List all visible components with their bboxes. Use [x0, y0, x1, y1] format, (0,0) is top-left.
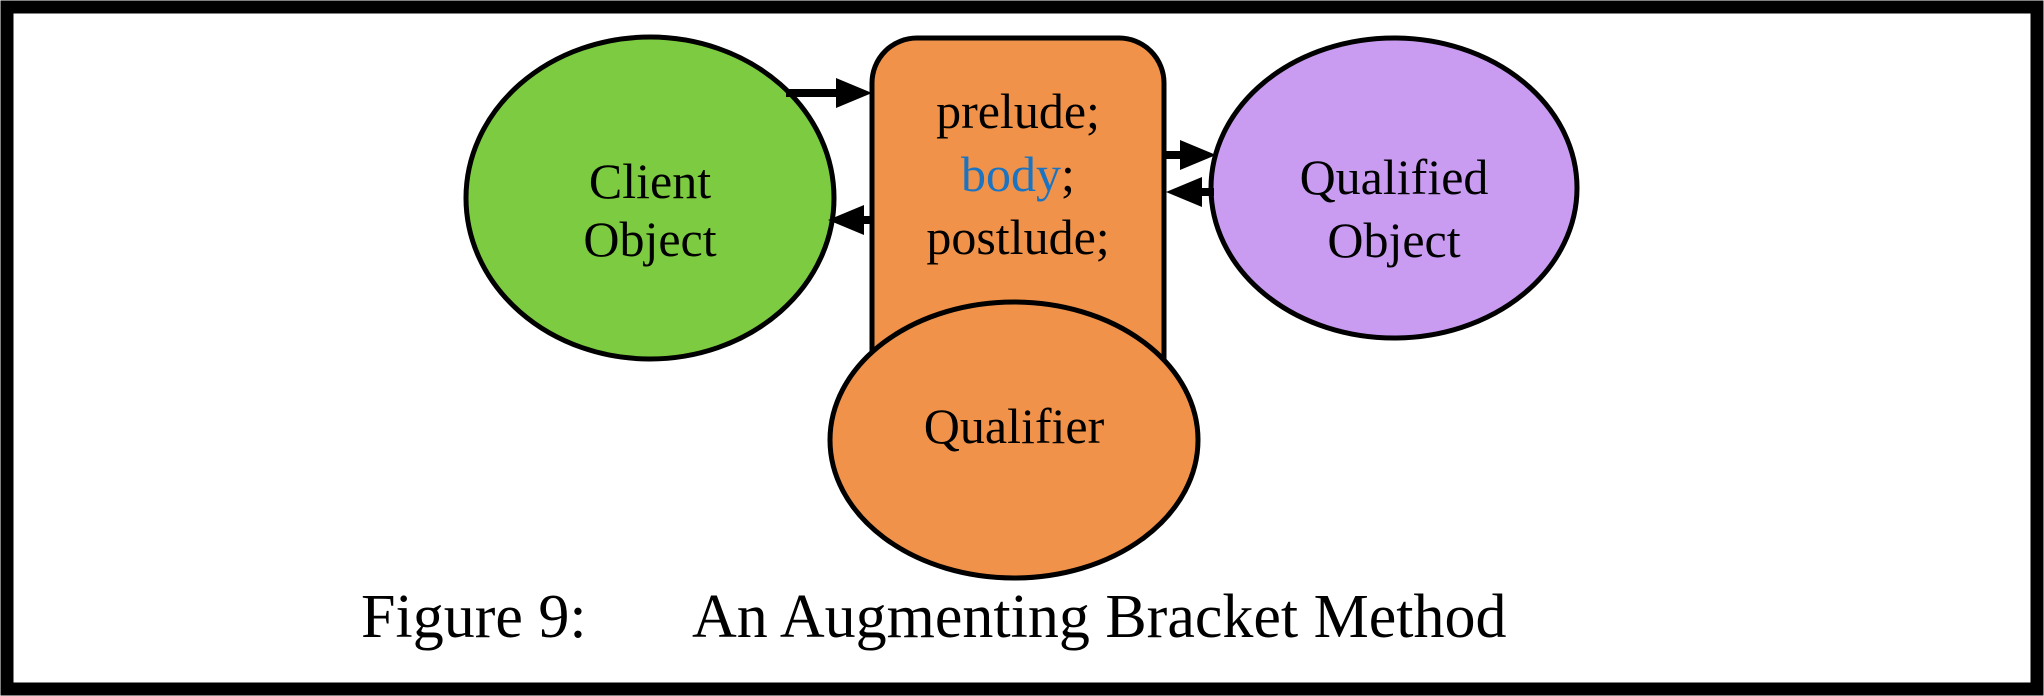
arrow-bracket-to-qualified [1164, 140, 1216, 170]
client-object-label-line2: Object [583, 211, 716, 267]
bracket-postlude-text: postlude; [926, 209, 1109, 265]
arrow-qualified-to-bracket [1166, 177, 1214, 207]
arrow-bracket-to-client [828, 205, 872, 235]
qualified-object-label-line1: Qualified [1300, 149, 1489, 205]
figure-caption-label: Figure 9: [361, 583, 587, 651]
qualified-object-label-line2: Object [1327, 212, 1460, 268]
arrow-bracket-to-qualified-head-icon [1180, 140, 1216, 170]
client-object-ellipse [463, 34, 837, 362]
qualifier-ellipse [827, 299, 1201, 581]
arrow-qualified-to-bracket-head-icon [1166, 177, 1202, 207]
qualifier-label: Qualifier [924, 398, 1105, 454]
bracket-body-word: body [961, 146, 1061, 202]
client-object-label-line1: Client [589, 153, 711, 209]
bracket-prelude-text: prelude; [936, 83, 1100, 139]
arrow-bracket-to-client-head-icon [828, 205, 864, 235]
arrow-client-to-bracket [786, 78, 872, 108]
figure-caption-title: An Augmenting Bracket Method [692, 583, 1506, 651]
bracket-body-text: body; [961, 146, 1075, 202]
bracket-body-semicolon: ; [1061, 146, 1075, 202]
arrow-client-to-bracket-head-icon [836, 78, 872, 108]
